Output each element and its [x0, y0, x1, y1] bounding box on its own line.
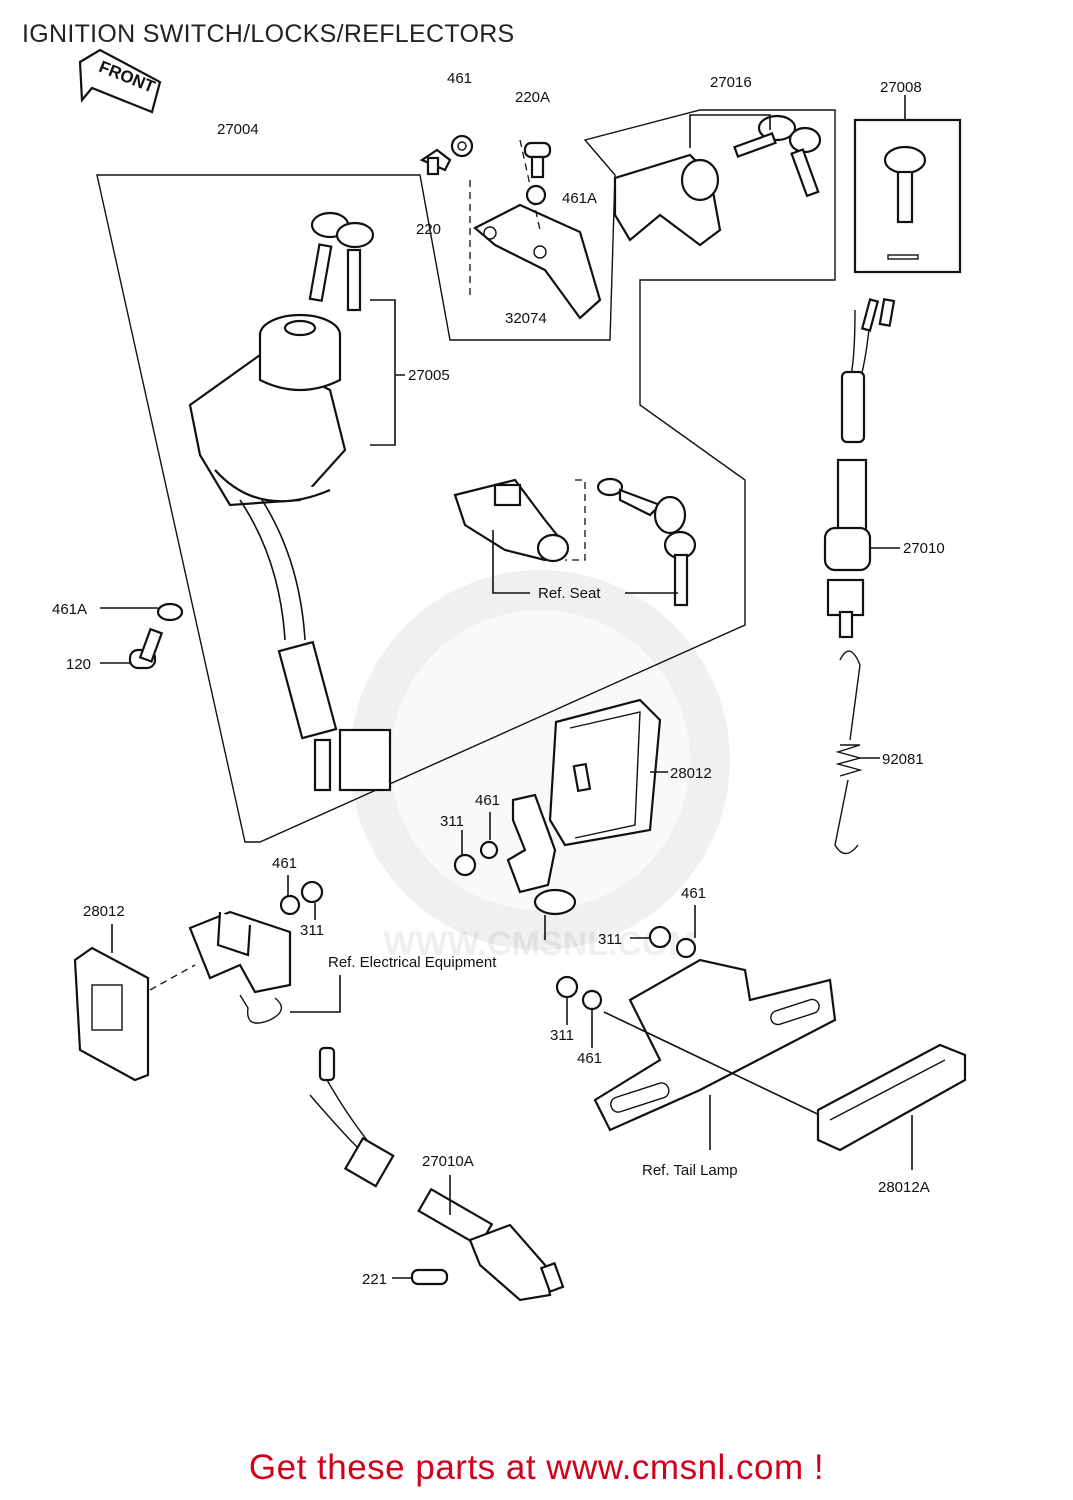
label-27016: 27016 [710, 74, 752, 91]
nut-311-bottom-icon [555, 975, 579, 999]
label-461-right: 461 [681, 885, 706, 902]
reflector-28012-left-part [73, 946, 150, 1082]
front-arrow-icon: FRONT [78, 48, 162, 114]
label-311-right: 311 [598, 931, 622, 948]
get-parts-link[interactable]: Get these parts at www.cmsnl.com ! [248, 1448, 825, 1487]
washer-461-mid-icon [479, 840, 499, 860]
label-311-mid: 311 [440, 813, 464, 830]
ignition-set-outline [96, 109, 836, 843]
label-461-bottom: 461 [577, 1050, 602, 1067]
label-28012A: 28012A [878, 1179, 930, 1196]
washer-461-bottom-icon [581, 989, 603, 1011]
label-220A: 220A [515, 89, 550, 106]
spring-92081-part [834, 650, 863, 855]
reflector-28012-mid-part [548, 698, 662, 847]
label-32074: 32074 [505, 310, 547, 327]
label-120: 120 [66, 656, 91, 673]
watermark-text: WWW.CMSNL.COM [383, 925, 697, 963]
nut-461-top-icon [450, 134, 474, 158]
label-27005: 27005 [408, 367, 450, 384]
label-27008: 27008 [880, 79, 922, 96]
brake-switch-27010A-part [309, 1046, 565, 1302]
diagram-title: IGNITION SWITCH/LOCKS/REFLECTORS [22, 20, 515, 48]
label-461-left: 461 [272, 855, 297, 872]
left-reflector-bracket-part [188, 910, 292, 1024]
washer-461-right-icon [675, 937, 697, 959]
bracket-32074-part [469, 139, 602, 320]
label-461A-left: 461A [52, 601, 87, 618]
label-ref-electrical: Ref. Electrical Equipment [328, 954, 497, 971]
washer-461A-top-icon [525, 184, 547, 206]
label-461A-top: 461A [562, 190, 597, 207]
label-28012-mid: 28012 [670, 765, 712, 782]
label-311-left: 311 [300, 922, 324, 939]
washer-461A-left-icon [156, 602, 184, 622]
seat-lock-ref-part [453, 477, 697, 607]
nut-311-mid-icon [453, 853, 477, 877]
tail-lamp-bracket-part [593, 958, 837, 1132]
key-blank-27008-part [853, 95, 962, 274]
nut-311-right-icon [648, 925, 672, 949]
label-ref-seat: Ref. Seat [538, 585, 601, 602]
washer-461-left-icon [279, 894, 301, 916]
label-92081: 92081 [882, 751, 924, 768]
ignition-keys-icon [308, 211, 375, 312]
reflector-28012A-part [816, 1043, 967, 1152]
label-461-top: 461 [447, 70, 472, 87]
nut-311-left-icon [300, 880, 324, 904]
label-27004: 27004 [217, 121, 259, 138]
bolt-120-icon [128, 627, 164, 670]
bolt-220-icon [419, 148, 452, 176]
label-ref-tail-lamp: Ref. Tail Lamp [642, 1162, 738, 1179]
ignition-switch-part [188, 313, 392, 792]
label-461-mid: 461 [475, 792, 500, 809]
label-220: 220 [416, 221, 441, 238]
label-27010: 27010 [903, 540, 945, 557]
label-27010A: 27010A [422, 1153, 474, 1170]
screw-221-icon [410, 1268, 449, 1286]
label-221: 221 [362, 1271, 387, 1288]
brake-switch-27010-part [823, 298, 896, 639]
label-28012-left: 28012 [83, 903, 125, 920]
bolt-220A-icon [523, 141, 552, 179]
seat-lock-27016-part [613, 114, 822, 247]
mid-reflector-bracket-part [506, 793, 577, 916]
label-311-bottom: 311 [550, 1027, 574, 1044]
